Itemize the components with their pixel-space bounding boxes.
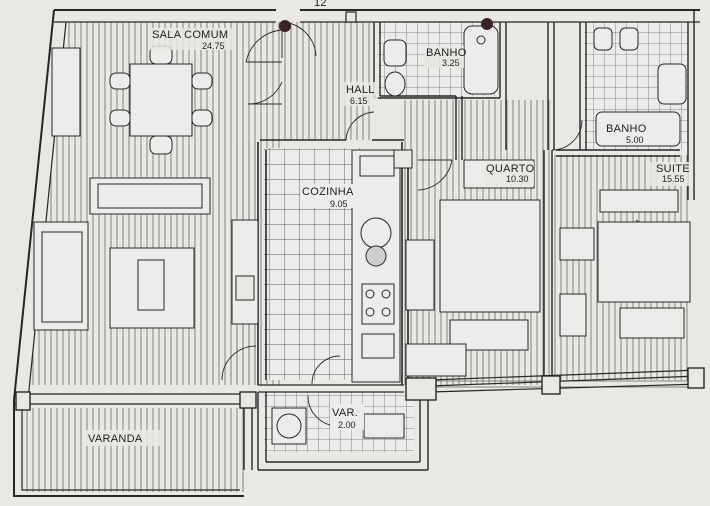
room-area-suite: 15.55 — [662, 174, 685, 184]
oven — [361, 333, 395, 359]
wardrobe-hall — [405, 239, 435, 311]
room-label-quarto: QUARTO — [486, 163, 535, 175]
quarto-bed — [439, 199, 541, 313]
tv-unit — [231, 219, 259, 325]
room-label-var: VAR. — [332, 407, 358, 419]
dining-chair — [191, 109, 213, 127]
room-label-banho: BANHO — [426, 47, 467, 59]
suite-wardrobe — [599, 189, 679, 213]
drawing-number: 12 — [314, 0, 327, 9]
suite-nightstand — [559, 227, 595, 261]
drain — [365, 245, 387, 267]
tank — [363, 413, 405, 439]
coffee-table-top — [137, 259, 165, 311]
room-label-varanda: VARANDA — [88, 433, 143, 445]
drain-box — [393, 149, 413, 169]
washbasin-suite — [593, 27, 613, 51]
sofa-seat — [97, 183, 203, 209]
dining-table — [129, 63, 193, 137]
room-labels: SALA COMUM 24.75 HALL 6.15 BANHO 3.25 BA… — [84, 28, 692, 446]
sideboard — [51, 47, 81, 137]
dining-chair — [109, 72, 131, 90]
dining-chair — [191, 72, 213, 90]
suite-desk — [619, 307, 685, 339]
washbasin — [383, 39, 407, 67]
room-area-banho: 3.25 — [442, 58, 460, 68]
room-area-var: 2.00 — [338, 420, 356, 430]
room-area-banho-suite: 5.00 — [626, 135, 644, 145]
room-label-sala: SALA COMUM — [152, 29, 228, 41]
column-markers — [279, 18, 493, 32]
suite-chair — [559, 293, 587, 337]
room-label-banho-suite: BANHO — [606, 123, 647, 135]
room-label-suite: SUITE — [656, 163, 690, 175]
room-area-cozinha: 9.05 — [330, 199, 348, 209]
sink-bowl — [360, 217, 392, 249]
room-area-hall: 6.15 — [350, 96, 368, 106]
room-area-quarto: 10.30 — [506, 174, 529, 184]
walls — [13, 9, 705, 497]
dining-chair — [149, 135, 173, 155]
dining-chair — [109, 109, 131, 127]
shower-tray — [657, 63, 687, 105]
tv — [235, 275, 255, 301]
armchair-seat — [41, 231, 83, 323]
quarto-side — [405, 343, 467, 377]
suite-bed — [597, 221, 691, 303]
column-dot — [279, 20, 291, 32]
stove — [361, 283, 395, 325]
sink — [359, 155, 395, 177]
toilet — [384, 71, 406, 97]
room-label-cozinha: COZINHA — [302, 186, 354, 198]
furniture — [33, 25, 691, 445]
column-dot — [481, 18, 493, 30]
room-area-sala: 24.75 — [202, 41, 225, 51]
bidet-suite — [619, 27, 639, 51]
room-label-hall: HALL — [346, 84, 375, 96]
